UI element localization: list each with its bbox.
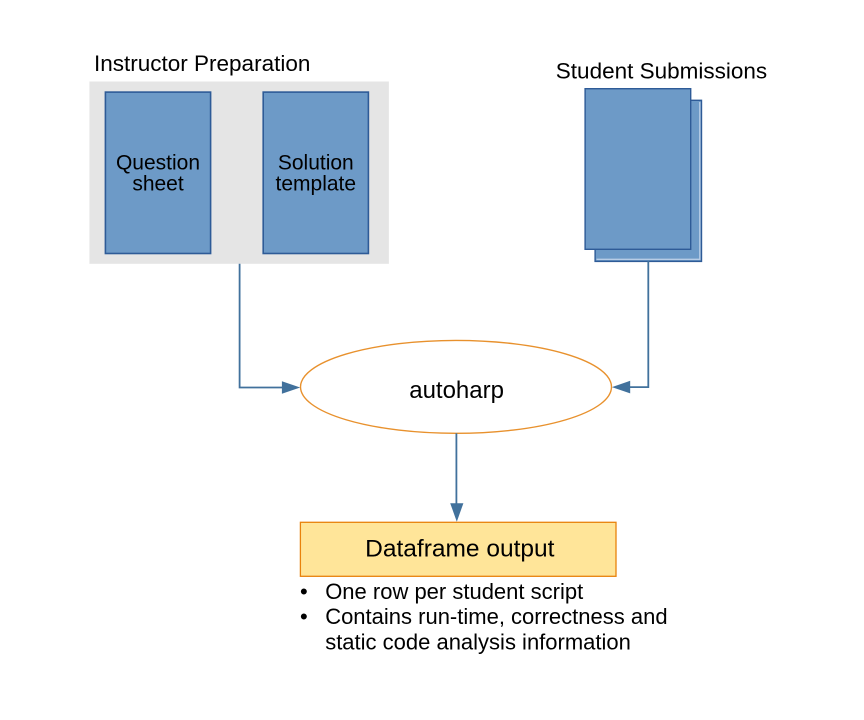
svg-text:•: • <box>300 604 308 629</box>
svg-text:Dataframe output: Dataframe output <box>365 535 554 562</box>
svg-text:Question: Question <box>116 151 200 174</box>
svg-text:Student Submissions: Student Submissions <box>556 59 767 84</box>
svg-text:static code analysis informati: static code analysis information <box>325 629 631 654</box>
svg-text:template: template <box>276 173 357 196</box>
svg-text:autoharp: autoharp <box>409 377 504 404</box>
svg-text:Contains run-time, correctness: Contains run-time, correctness and <box>325 604 667 629</box>
svg-text:•: • <box>300 579 308 604</box>
svg-text:Solution: Solution <box>278 151 354 174</box>
svg-text:One row per student script: One row per student script <box>325 579 583 604</box>
svg-text:Instructor Preparation: Instructor Preparation <box>94 51 310 76</box>
svg-text:sheet: sheet <box>132 173 184 196</box>
